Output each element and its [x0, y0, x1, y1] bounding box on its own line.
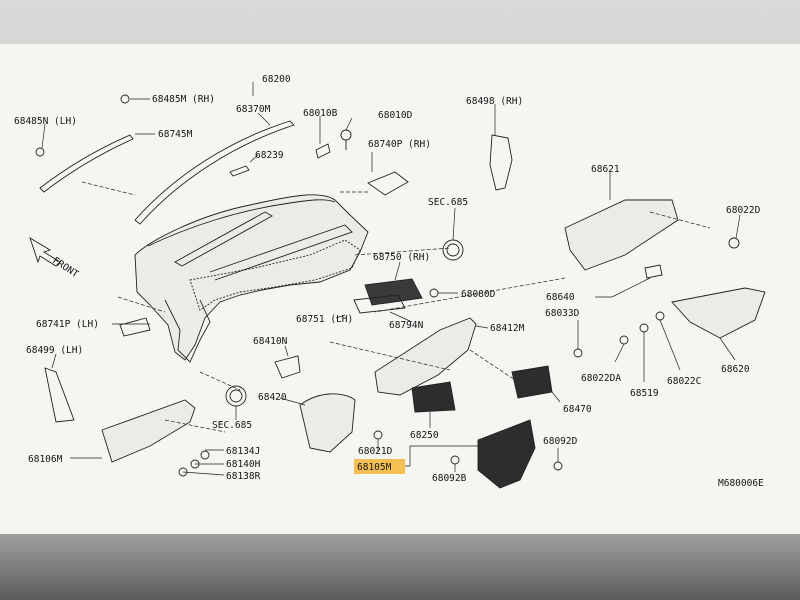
part-label-68105m: 68105M: [357, 462, 392, 473]
lid-68621: [564, 199, 679, 271]
part-label-68485m: 68485M (RH): [152, 94, 215, 105]
vent-68740p: [367, 171, 409, 196]
clip-68092b: [450, 455, 460, 465]
dashboard-left-end: [164, 299, 211, 363]
exploded-parts-diagram: 68200 68485M (RH) 68370M 68010B 68010D 6…: [14, 74, 766, 489]
part-label-68022da: 68022DA: [581, 373, 621, 384]
part-label-68745m: 68745M: [158, 129, 193, 140]
part-label-68485n: 68485N (LH): [14, 116, 77, 127]
clip-68021d: [373, 430, 383, 440]
dashboard-body: [134, 194, 369, 361]
highlight-marker: [354, 459, 405, 474]
front-arrow-icon: [29, 236, 61, 267]
leader-lines: [41, 82, 741, 476]
part-label-68621: 68621: [591, 164, 620, 175]
part-label-68751: 68751 (LH): [296, 314, 353, 325]
part-label-68420: 68420: [258, 392, 287, 403]
vent-sec685-lower-inner: [229, 389, 243, 403]
part-label-68470: 68470: [563, 404, 592, 415]
clip-68092d: [553, 461, 563, 471]
molding-68370m: [134, 120, 295, 225]
molding-68745m: [39, 134, 134, 193]
part-label-68010d: 68010D: [378, 110, 413, 121]
part-label-68080d: 68080D: [461, 289, 496, 300]
clip-68010b: [315, 143, 331, 159]
bracket-68750: [364, 278, 423, 306]
part-label-sec685-upper: SEC.685: [428, 197, 468, 208]
vent-sec685-upper-inner: [446, 243, 460, 257]
cluster-68420: [299, 393, 356, 453]
duct-68105m: [477, 419, 536, 489]
clip-68033d: [573, 348, 583, 358]
part-label-68750: 68750 (RH): [373, 252, 430, 263]
clip-68485n: [35, 147, 45, 157]
panel-68410n: [274, 355, 301, 379]
part-label-68498: 68498 (RH): [466, 96, 523, 107]
clip-68022da: [619, 335, 629, 345]
clip-68519: [639, 323, 649, 333]
panel-68499: [44, 367, 75, 423]
part-label-68092d: 68092D: [543, 436, 578, 447]
part-labels: 68200 68485M (RH) 68370M 68010B 68010D 6…: [14, 74, 764, 489]
part-label-68620: 68620: [721, 364, 750, 375]
part-label-68519: 68519: [630, 388, 659, 399]
dashboard-upper-edge: [147, 199, 336, 247]
front-label: FRONT: [50, 255, 80, 280]
part-label-68239: 68239: [255, 150, 284, 161]
part-label-68134j: 68134J: [226, 446, 260, 457]
vent-sec685-lower: [225, 385, 247, 407]
part-label-68200: 68200: [262, 74, 291, 85]
vent-sec685-upper: [442, 239, 464, 261]
monitor-bezel: [0, 534, 800, 600]
clip-68485m: [120, 94, 130, 104]
part-label-68740p: 68740P (RH): [368, 139, 431, 150]
part-label-68106m: 68106M: [28, 454, 63, 465]
part-label-68640: 68640: [546, 292, 575, 303]
dashboard-frame: [189, 239, 361, 311]
dashboard-front-rail: [209, 224, 353, 281]
finisher-68412m: [374, 317, 477, 396]
part-label-68022d: 68022D: [726, 205, 761, 216]
vent-68470: [511, 365, 553, 399]
bracket-68640: [644, 264, 663, 279]
drawing-code: M680006E: [718, 478, 764, 489]
part-label-68741p: 68741P (LH): [36, 319, 99, 330]
glovebox-68620: [671, 287, 766, 339]
part-label-sec685-lower: SEC.685: [212, 420, 252, 431]
part-label-68412m: 68412M: [490, 323, 525, 334]
panel-68106m: [101, 399, 196, 463]
part-label-68250: 68250: [410, 430, 439, 441]
part-label-68140h: 68140H: [226, 459, 261, 470]
display-68250: [411, 381, 456, 413]
bracket-68751: [353, 294, 406, 314]
part-label-68794n: 68794N: [389, 320, 424, 331]
side-panel-68498: [489, 134, 513, 191]
part-label-68499: 68499 (LH): [26, 345, 83, 356]
clip-68022d: [728, 237, 740, 249]
part-label-68410n: 68410N: [253, 336, 288, 347]
part-label-68022c: 68022C: [667, 376, 701, 387]
clip-68134j: [200, 450, 210, 460]
part-label-68370m: 68370M: [236, 104, 271, 115]
clip-68022c: [655, 311, 665, 321]
part-label-68010b: 68010B: [303, 108, 338, 119]
part-label-68021d: 68021D: [358, 446, 393, 457]
part-label-68092b: 68092B: [432, 473, 467, 484]
part-label-68138r: 68138R: [226, 471, 261, 482]
parts-catalog-sheet: 68200 68485M (RH) 68370M 68010B 68010D 6…: [0, 44, 800, 534]
grille-68239: [229, 165, 250, 177]
part-label-68033d: 68033D: [545, 308, 580, 319]
defroster-vent: [174, 211, 273, 267]
vent-68741p: [119, 317, 151, 337]
clip-68010d: [340, 129, 352, 141]
screw-68080d: [429, 288, 439, 298]
